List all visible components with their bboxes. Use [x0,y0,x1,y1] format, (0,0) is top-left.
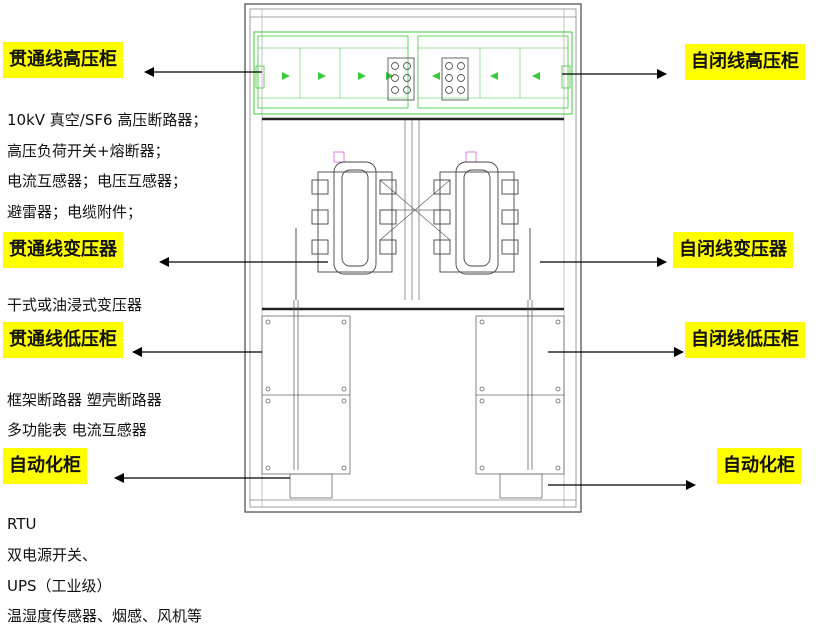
auto-description-2: 双电源开关、 [7,546,98,564]
left-lv-cabinet [261,300,351,499]
cabinet-inner-frame [249,8,577,508]
label-right-transformer: 自闭线变压器 [673,232,793,268]
label-left-hv-cabinet: 贯通线高压柜 [3,42,123,78]
hv-description-3: 电流互感器；电压互感器； [7,172,188,190]
label-right-lv-cabinet: 自闭线低压柜 [685,322,805,358]
hv-description-2: 高压负荷开关+熔断器； [7,142,170,160]
label-left-lv-cabinet: 贯通线低压柜 [3,322,123,358]
label-left-transformer: 贯通线变压器 [3,232,123,268]
hv-section [253,31,573,115]
hv-description-1: 10kV 真空/SF6 高压断路器； [7,111,208,129]
label-right-hv-cabinet: 自闭线高压柜 [685,44,805,80]
auto-description-4: 温湿度传感器、烟感、风机等 [7,607,203,625]
lv-description-1: 框架断路器 塑壳断路器 [7,391,162,409]
cabinet-outer-frame [244,3,582,513]
auto-description-3: UPS（工业级） [7,577,112,595]
right-lv-cabinet [475,300,565,499]
auto-description-1: RTU [7,515,37,533]
label-right-automation-cabinet: 自动化柜 [717,448,801,484]
hv-description-4: 避雷器；电缆附件； [7,203,143,221]
right-transformer [433,151,531,300]
lv-description-2: 多功能表 电流互感器 [7,421,147,439]
label-left-automation-cabinet: 自动化柜 [3,448,87,484]
tx-description-1: 干式或油浸式变压器 [7,296,143,314]
left-transformer [295,151,397,300]
